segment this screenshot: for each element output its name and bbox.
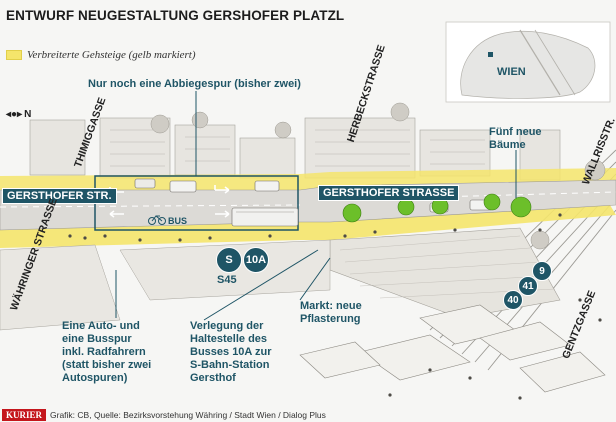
inset-city-label: WIEN	[497, 66, 526, 78]
annotation-busspur-line: Autospuren)	[62, 372, 128, 384]
annotation-haltestelle-line: Gersthof	[190, 372, 236, 384]
annotation-busspur-line: inkl. Radfahrern	[62, 346, 146, 358]
footer: KURIER Grafik: CB, Quelle: Bezirksvorste…	[0, 408, 616, 422]
pedestrians	[68, 213, 602, 400]
annotation-baeume: Fünf neue Bäume	[489, 126, 542, 151]
tram-line-9: 9	[532, 261, 552, 281]
annotation-abbiegespur: Nur noch eine Abbiegespur (bisher zwei)	[88, 78, 301, 90]
annotation-markt-line: Pflasterung	[300, 313, 361, 325]
tram-line-40: 40	[503, 290, 523, 310]
market-area	[329, 227, 561, 319]
tram-line-41: 41	[518, 276, 538, 296]
annotation-haltestelle-line: Verlegung der	[190, 320, 264, 332]
new-trees	[342, 193, 532, 223]
annotation-busspur-line: eine Busspur	[62, 333, 132, 345]
bicycle-marking	[148, 215, 166, 225]
annotation-markt-line: Markt: neue	[300, 300, 362, 312]
s-bahn-icon: S	[216, 247, 242, 273]
legend-text: Verbreiterte Gehsteige (gelb markiert)	[27, 49, 196, 61]
compass-arrow-icon: ◂●▸	[6, 109, 23, 120]
compass: ◂●▸ N	[6, 109, 31, 120]
legend-swatch	[6, 50, 22, 60]
annotation-busspur: Eine Auto- und eine Busspur inkl. Radfah…	[62, 320, 172, 385]
buildings-top	[29, 117, 561, 181]
annotation-haltestelle-line: Haltestelle des	[190, 333, 268, 345]
footer-credit: Grafik: CB, Quelle: Bezirksvorstehung Wä…	[50, 410, 326, 420]
annotation-haltestelle-line: S-Bahn-Station	[190, 359, 270, 371]
bus-lane-label: BUS	[168, 216, 188, 226]
annotation-haltestelle-line: Busses 10A zur	[190, 346, 272, 358]
street-gersthofer-left: GERSTHOFER STR.	[2, 188, 117, 204]
street-gersthofer-right: GERSTHOFER STRASSE	[318, 185, 460, 201]
brand-logo: KURIER	[2, 409, 47, 421]
vienna-inset-map	[445, 21, 611, 103]
annotation-busspur-line: (statt bisher zwei	[62, 359, 152, 371]
bus-line-10a: 10A	[243, 247, 269, 273]
annotation-haltestelle: Verlegung der Haltestelle des Busses 10A…	[190, 320, 300, 385]
market-stalls	[299, 304, 606, 393]
page-title: ENTWURF NEUGESTALTUNG GERSHOFER PLATZL	[6, 8, 345, 23]
annotation-markt: Markt: neue Pflasterung	[300, 300, 390, 326]
s-bahn-line: S45	[217, 274, 237, 286]
leader-lines	[115, 91, 517, 321]
compass-north: N	[24, 109, 32, 120]
annotation-busspur-line: Eine Auto- und	[62, 320, 140, 332]
legend: Verbreiterte Gehsteige (gelb markiert)	[6, 49, 196, 61]
gersthofer-street	[0, 168, 616, 248]
